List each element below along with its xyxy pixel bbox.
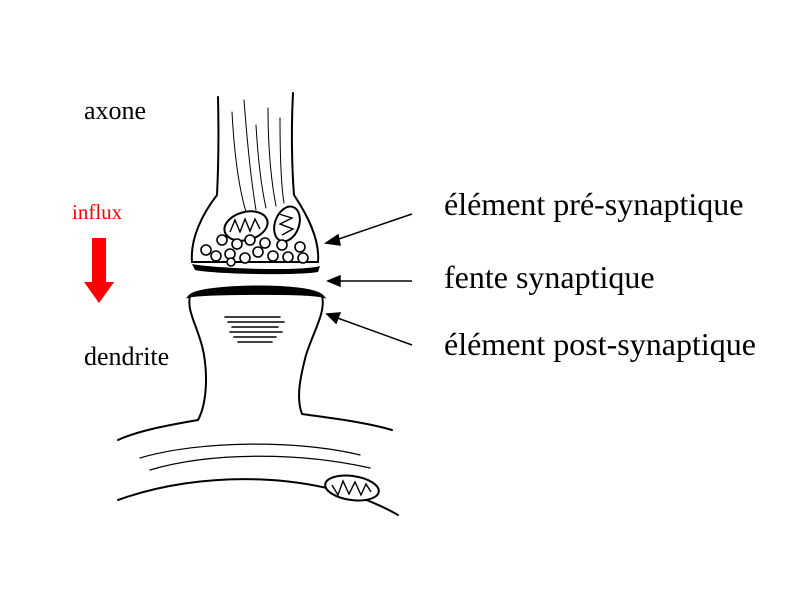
presynaptic-terminal bbox=[190, 92, 320, 263]
pre-synaptic-label: élément pré-synaptique bbox=[444, 186, 744, 222]
axone-label: axone bbox=[84, 96, 147, 125]
presynaptic-density bbox=[192, 264, 320, 275]
label-pointer-arrows bbox=[323, 213, 413, 346]
postsynaptic-density bbox=[185, 285, 327, 299]
influx-arrow bbox=[84, 238, 114, 303]
spine-apparatus bbox=[224, 316, 285, 343]
dendrite-mitochondrion bbox=[324, 474, 380, 502]
fente-synaptique-label: fente synaptique bbox=[444, 259, 655, 295]
post-synaptic-label: élément post-synaptique bbox=[444, 326, 756, 362]
pre-arrow bbox=[329, 213, 413, 243]
post-arrow bbox=[331, 315, 413, 346]
synaptic-vesicles bbox=[200, 234, 309, 267]
influx-label: influx bbox=[72, 200, 123, 224]
dendrite-label: dendrite bbox=[84, 342, 170, 371]
